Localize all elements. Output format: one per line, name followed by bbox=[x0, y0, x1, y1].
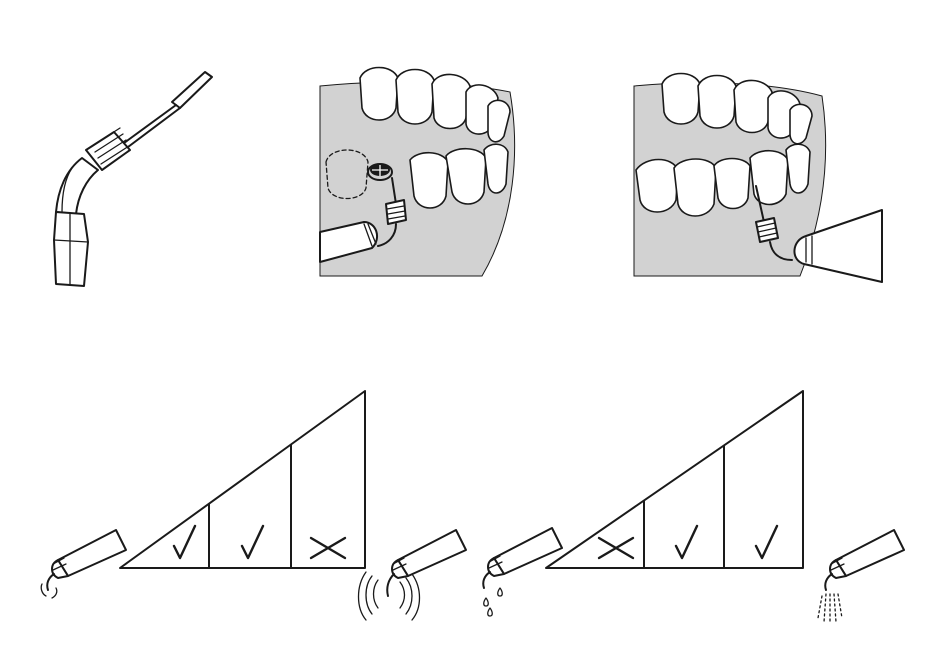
irrigation-scale bbox=[546, 391, 803, 568]
handpiece-high-vibration-icon bbox=[359, 530, 467, 620]
lower-jaw-molar-view bbox=[320, 68, 515, 277]
scale-cell-check-icon bbox=[174, 526, 195, 558]
scale-cell-cross-icon bbox=[311, 538, 345, 558]
lower-jaw-premolar-view bbox=[634, 74, 882, 283]
power-scale bbox=[120, 391, 365, 568]
scale-cell-check-icon bbox=[242, 526, 263, 558]
handpiece-spray-icon bbox=[818, 530, 904, 624]
endo-tip-icon bbox=[54, 72, 212, 286]
scale-cell-cross-icon bbox=[599, 538, 633, 558]
handpiece-low-power-icon bbox=[41, 530, 126, 598]
handpiece-drip-icon bbox=[483, 528, 562, 616]
scale-cell-check-icon bbox=[756, 526, 777, 558]
scale-cell-check-icon bbox=[676, 526, 697, 558]
